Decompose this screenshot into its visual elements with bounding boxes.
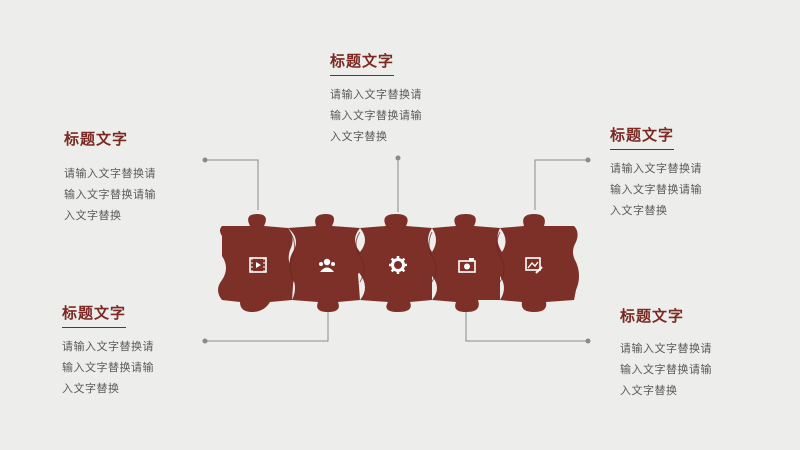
puzzle-piece-4 <box>428 214 506 312</box>
puzzle-piece-5 <box>497 214 579 312</box>
block-title: 标题文字 <box>620 307 685 325</box>
connector-left-top <box>205 159 259 210</box>
block-title: 标题文字 <box>610 124 675 150</box>
block-body: 请输入文字替换请 输入文字替换请输 入文字替换 <box>610 162 702 217</box>
block-title: 标题文字 <box>62 302 127 328</box>
block-body: 请输入文字替换请 输入文字替换请输 入文字替换 <box>64 167 156 222</box>
connector-right-top <box>534 159 588 210</box>
block-title: 标题文字 <box>330 50 395 76</box>
users-icon <box>316 255 338 277</box>
block-body: 请输入文字替换请 输入文字替换请输 入文字替换 <box>620 342 712 397</box>
image-edit-icon <box>523 255 545 277</box>
text-block-left-top: 标题文字 请输入文字替换请 输入文字替换请输 入文字替换 <box>64 128 156 226</box>
text-block-right-top: 标题文字 请输入文字替换请 输入文字替换请输 入文字替换 <box>610 124 702 221</box>
block-body: 请输入文字替换请 输入文字替换请输 入文字替换 <box>330 88 422 143</box>
gear-icon <box>387 255 409 277</box>
video-frame-icon <box>247 255 269 277</box>
camera-icon <box>456 255 478 277</box>
block-title: 标题文字 <box>64 130 129 148</box>
puzzle-piece-3 <box>355 214 437 312</box>
text-block-center-top: 标题文字 请输入文字替换请 输入文字替换请输 入文字替换 <box>330 50 422 147</box>
block-body: 请输入文字替换请 输入文字替换请输 入文字替换 <box>62 340 154 395</box>
text-block-left-bottom: 标题文字 请输入文字替换请 输入文字替换请输 入文字替换 <box>62 302 154 399</box>
text-block-right-bottom: 标题文字 请输入文字替换请 输入文字替换请输 入文字替换 <box>620 305 712 401</box>
